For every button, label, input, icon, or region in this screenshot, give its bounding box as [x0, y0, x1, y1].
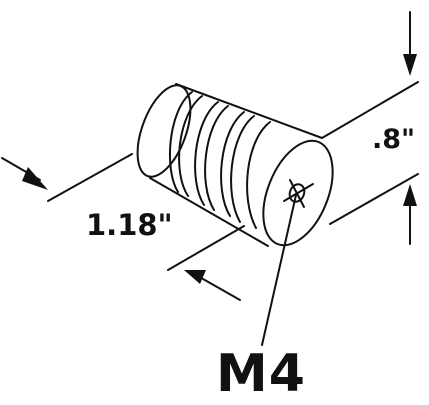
hole-crosshair-v [289, 179, 305, 208]
hole-crosshair-h [283, 183, 314, 202]
diameter-arrowhead-top [403, 54, 417, 76]
groove-3 [194, 101, 219, 206]
groove-5 [220, 111, 245, 217]
length-extension-front [167, 225, 245, 271]
length-arrow-right-shaft [195, 274, 241, 301]
length-arrowhead-left [22, 167, 48, 190]
diameter-arrowhead-bottom [403, 184, 417, 206]
diameter-dimension-label: .8" [372, 124, 416, 155]
cylinder-top-edge [175, 83, 323, 139]
groove-2 [178, 95, 203, 197]
length-arrowhead-right [184, 270, 206, 284]
diameter-extension-bottom [329, 173, 419, 225]
diameter-extension-top [321, 81, 419, 139]
thread-leader-line [261, 194, 297, 346]
length-extension-back [47, 153, 133, 202]
groove-1 [168, 91, 193, 193]
groove-7 [246, 121, 271, 229]
groove-4 [204, 105, 229, 211]
length-dimension-label: 1.18" [86, 208, 173, 242]
cylinder-bottom-edge [149, 177, 269, 247]
cylinder-back-end [136, 84, 192, 178]
thread-size-label: M4 [216, 344, 306, 404]
groove-6 [230, 115, 255, 223]
